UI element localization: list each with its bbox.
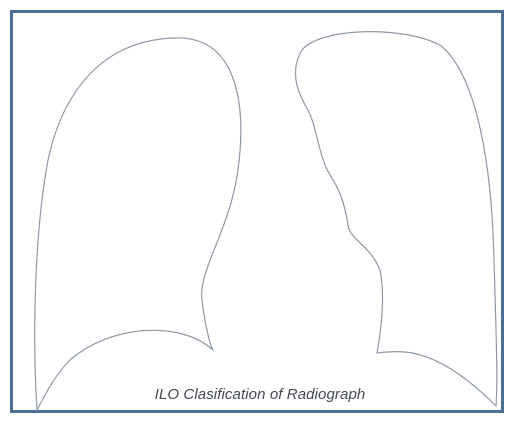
right-lung-outline xyxy=(35,38,241,410)
figure-caption: ILO Clasification of Radiograph xyxy=(0,386,520,403)
left-lung-outline xyxy=(295,32,496,406)
